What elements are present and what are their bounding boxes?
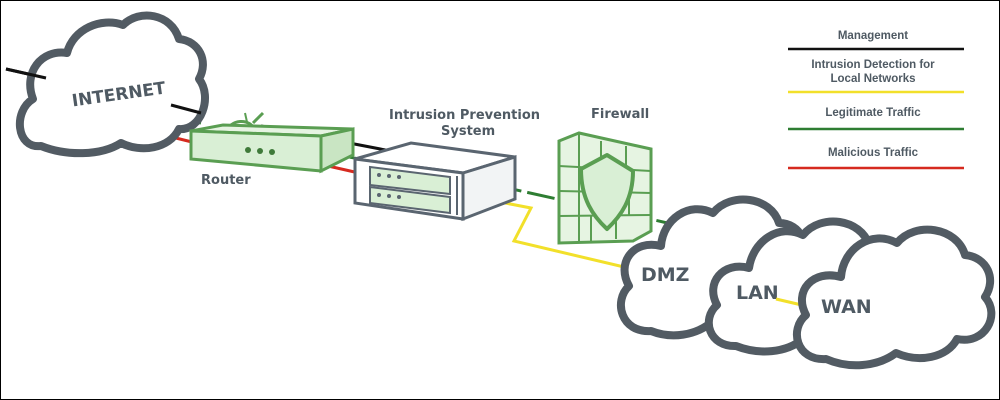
internet-cloud [15,11,209,158]
ips-label-line2: System [441,124,495,139]
legend-label-ids-line2: Local Networks [831,73,916,85]
ips-led [387,194,391,198]
legend-label-ids-line1: Intrusion Detection for [811,59,935,71]
router-device [189,111,355,174]
wan-cloud [793,225,996,370]
shield-icon [579,153,635,231]
legend-label-legitimate: Legitimate Traffic [825,107,921,119]
router-led [257,148,263,154]
lan-label: LAN [736,282,779,304]
ips-label-line1: Intrusion Prevention [389,108,540,123]
router-led [245,147,251,153]
router-label: Router [201,173,251,188]
firewall-label: Firewall [591,107,649,122]
dmz-label: DMZ [641,264,689,286]
ips-led [397,195,401,199]
router-led [269,149,275,155]
ips-led [377,173,381,177]
legend: Management Intrusion Detection for Local… [788,30,964,170]
ips-led [387,174,391,178]
management-line-over-internet [5,67,47,80]
ips-led [377,193,381,197]
legend-label-management: Management [838,30,908,42]
wan-label: WAN [821,296,872,318]
legend-label-malicious: Malicious Traffic [828,147,919,159]
ips-led [397,175,401,179]
management-line-leaving-internet [170,103,202,115]
firewall-device [557,131,653,245]
ips-device [353,141,517,222]
